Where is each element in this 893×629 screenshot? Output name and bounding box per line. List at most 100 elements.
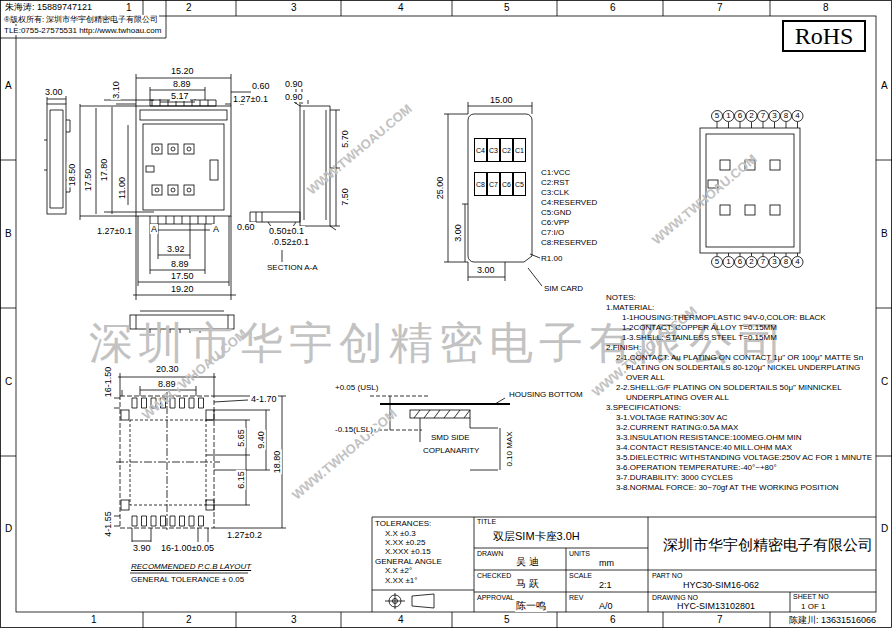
tolerance-text: TOLERANCES:: [374, 519, 432, 528]
grid-reference: B: [880, 228, 889, 240]
dimension-label: 15.00: [489, 95, 514, 105]
pin-number: 7: [760, 111, 766, 120]
dimension-label: 15.20: [170, 66, 195, 76]
dimension-label: 3.90: [132, 543, 152, 553]
pin-assignment: C2:RST: [540, 178, 570, 187]
dimension-label: 3.00: [453, 223, 463, 243]
dimension-label: 8.89: [172, 79, 192, 89]
title-block-text: 陈一鸣: [515, 600, 547, 612]
title-block-text: CHECKED: [476, 572, 512, 580]
grid-reference: 6: [609, 614, 617, 626]
dimension-label: R1.00: [540, 254, 563, 263]
dimension-label: 16-1.50: [103, 366, 113, 399]
grid-reference: 5: [503, 614, 511, 626]
contact-name: C3: [489, 147, 498, 154]
grid-reference: A: [880, 80, 889, 92]
note-text: 3-8.NORMAL FORCE: 30~70gf AT THE WORKING…: [616, 483, 882, 493]
title-block-text: mm: [598, 558, 615, 568]
grid-reference: C: [4, 376, 13, 388]
contact-name: C5: [515, 181, 524, 188]
watermark: WWW.TWHOAU.COM: [289, 406, 401, 504]
pin-number: 8: [783, 111, 789, 120]
pin-number: 4: [794, 257, 800, 266]
dimension-label: 17.50: [83, 168, 93, 193]
dimension-label: 0.52±0.1: [273, 237, 310, 247]
dimension-label: 0.60: [236, 222, 256, 232]
title-block-text: SCALE: [568, 572, 593, 580]
dimension-label: 16-1.00±0.05: [160, 543, 215, 553]
grid-reference: 8: [822, 2, 830, 14]
grid-reference: 6: [609, 2, 617, 14]
note-text: 3-4.CONTACT RESISTANCE:40 MILL.OHM MAX: [616, 443, 882, 453]
dimension-label: 11.00: [117, 176, 127, 200]
grid-reference: 3: [290, 2, 298, 14]
contact-pad: C4: [474, 138, 487, 162]
dimension-label: SIM CARD: [543, 284, 584, 293]
grid-reference: D: [880, 523, 889, 535]
note-text: 3-1.VOLTAGE RATING:30V AC: [616, 413, 882, 423]
note-text: 1-3.SHELL: STAINLESS STEEL T=0.15MM: [622, 333, 883, 343]
title-block-text: UNITS: [568, 550, 591, 558]
grid-reference: 2: [185, 2, 193, 14]
pin-number: 5: [714, 257, 720, 266]
watermark: WWW.TWHOAU.COM: [649, 151, 761, 249]
pin-number: 5: [714, 111, 720, 120]
title-block-text: 马 跃: [515, 578, 540, 590]
pin-number: 1: [725, 257, 731, 266]
note-text: 3-2.CURRENT RATING:0.5A MAX: [616, 423, 882, 433]
dimension-label: 5.65: [236, 428, 246, 448]
dimension-label: 1.27±0.1: [232, 94, 269, 104]
dimension-label: 3.00: [44, 87, 64, 97]
dimension-label: SECTION A-A: [266, 263, 319, 272]
dimension-label: 1.27±0.2: [226, 530, 263, 540]
title-block-text: 陈建川: 13631516066: [788, 615, 877, 625]
pin-number: 7: [760, 257, 766, 266]
pin-assignment: C6:VPP: [540, 218, 570, 227]
dimension-label: 0.50±0.1: [268, 226, 305, 236]
dimension-label: -0.15(LSL): [334, 425, 374, 434]
dimension-label: 8.89: [157, 379, 177, 389]
title-block-text: 1 OF 1: [800, 602, 826, 611]
dimension-label: 17.80: [99, 158, 109, 183]
dimension-label: A: [150, 224, 158, 234]
header-text: TLE:0755-27575531 http://www.twhoau.com: [3, 26, 162, 35]
dimension-label: 7.50: [340, 187, 350, 207]
note-text: 3.SPECIFICATIONS:: [606, 403, 879, 413]
dimension-label: 3.00: [476, 265, 496, 275]
pin-number: 4: [794, 111, 800, 120]
title-block-text: PART NO: [651, 572, 683, 580]
dimension-label: 0.10 MAX: [505, 430, 514, 467]
note-text: 1-2CONTACT: COPPER ALLOY T=0.15MM: [622, 323, 883, 333]
header-text: 朱海涛: 15889747121: [4, 2, 93, 12]
contact-name: C8: [476, 181, 485, 188]
dimension-label: 3.92: [166, 244, 186, 254]
dimension-label: SMD SIDE: [430, 433, 471, 442]
pin-number: 6: [737, 111, 743, 120]
contact-pad: C2: [500, 138, 513, 162]
contact-pad: C6: [500, 172, 513, 196]
dimension-label: 4-1.70: [250, 394, 278, 404]
contact-name: C1: [515, 147, 524, 154]
dimension-label: 1.27±0.1: [96, 226, 133, 236]
contact-name: C6: [502, 181, 511, 188]
dimension-label: 18.80: [272, 450, 282, 475]
grid-reference: 2: [185, 614, 193, 626]
dimension-label: 0.90: [284, 92, 304, 102]
grid-reference: A: [4, 80, 13, 92]
contact-pad: C7: [487, 172, 500, 196]
dimension-label: 17.50: [170, 271, 195, 281]
watermark: WWW.TWHOAU.COM: [304, 101, 416, 199]
pin-number: 1: [725, 111, 731, 120]
note-text: NOTES:: [606, 293, 879, 303]
dimension-label: HOUSING BOTTOM: [508, 390, 584, 399]
pin-number: 6: [737, 257, 743, 266]
note-text: 3-3.INSULATION RESISTANCE:100MEG.OHM MIN: [616, 433, 882, 443]
title-block-text: HYC-SIM13102801: [676, 601, 756, 611]
pin-assignment: C7:I/O: [540, 228, 565, 237]
pin-number: 2: [748, 257, 754, 266]
rohs-mark: RoHS: [782, 20, 866, 52]
note-text: 1-1HOUSING:THERMOPLASTIC 94V-0,COLOR: BL…: [622, 313, 883, 323]
dimension-label: 25.00: [435, 176, 445, 201]
grid-reference: 7: [716, 614, 724, 626]
